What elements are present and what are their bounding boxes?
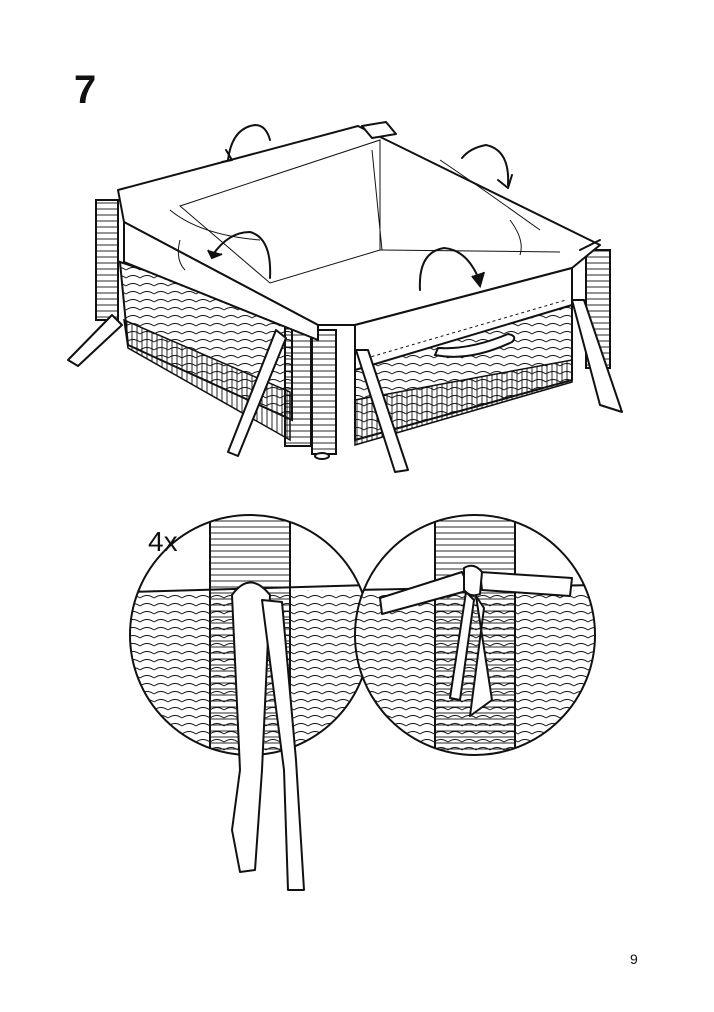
tie-knot-icon xyxy=(463,564,483,597)
liner-fold-front-right xyxy=(354,267,573,371)
tie-front-right xyxy=(355,349,409,473)
tie-left xyxy=(67,314,123,367)
clip-top xyxy=(361,121,397,139)
quantity-label: 4x xyxy=(148,526,178,557)
rope-handle xyxy=(433,332,516,358)
detail-circle-tie-wrap xyxy=(129,514,371,891)
corner-post-left xyxy=(95,199,119,321)
liner-fold-front-left xyxy=(123,221,319,341)
ribbon-tie-icon xyxy=(231,581,271,873)
tie-front-left xyxy=(227,329,287,457)
page-number: 9 xyxy=(630,951,638,967)
curved-arrow-icon-4 xyxy=(418,247,485,291)
corner-post-front-b xyxy=(311,329,337,455)
basket-body xyxy=(67,121,623,473)
detail-circle-tied-bow xyxy=(354,514,596,756)
curved-arrow-icon-1 xyxy=(221,124,271,163)
corner-post-front-a xyxy=(284,317,312,447)
curved-arrow-icon-2 xyxy=(461,144,513,189)
tie-right xyxy=(571,299,623,413)
curved-arrow-icon-3 xyxy=(207,231,272,279)
step-number: 7 xyxy=(74,68,97,112)
